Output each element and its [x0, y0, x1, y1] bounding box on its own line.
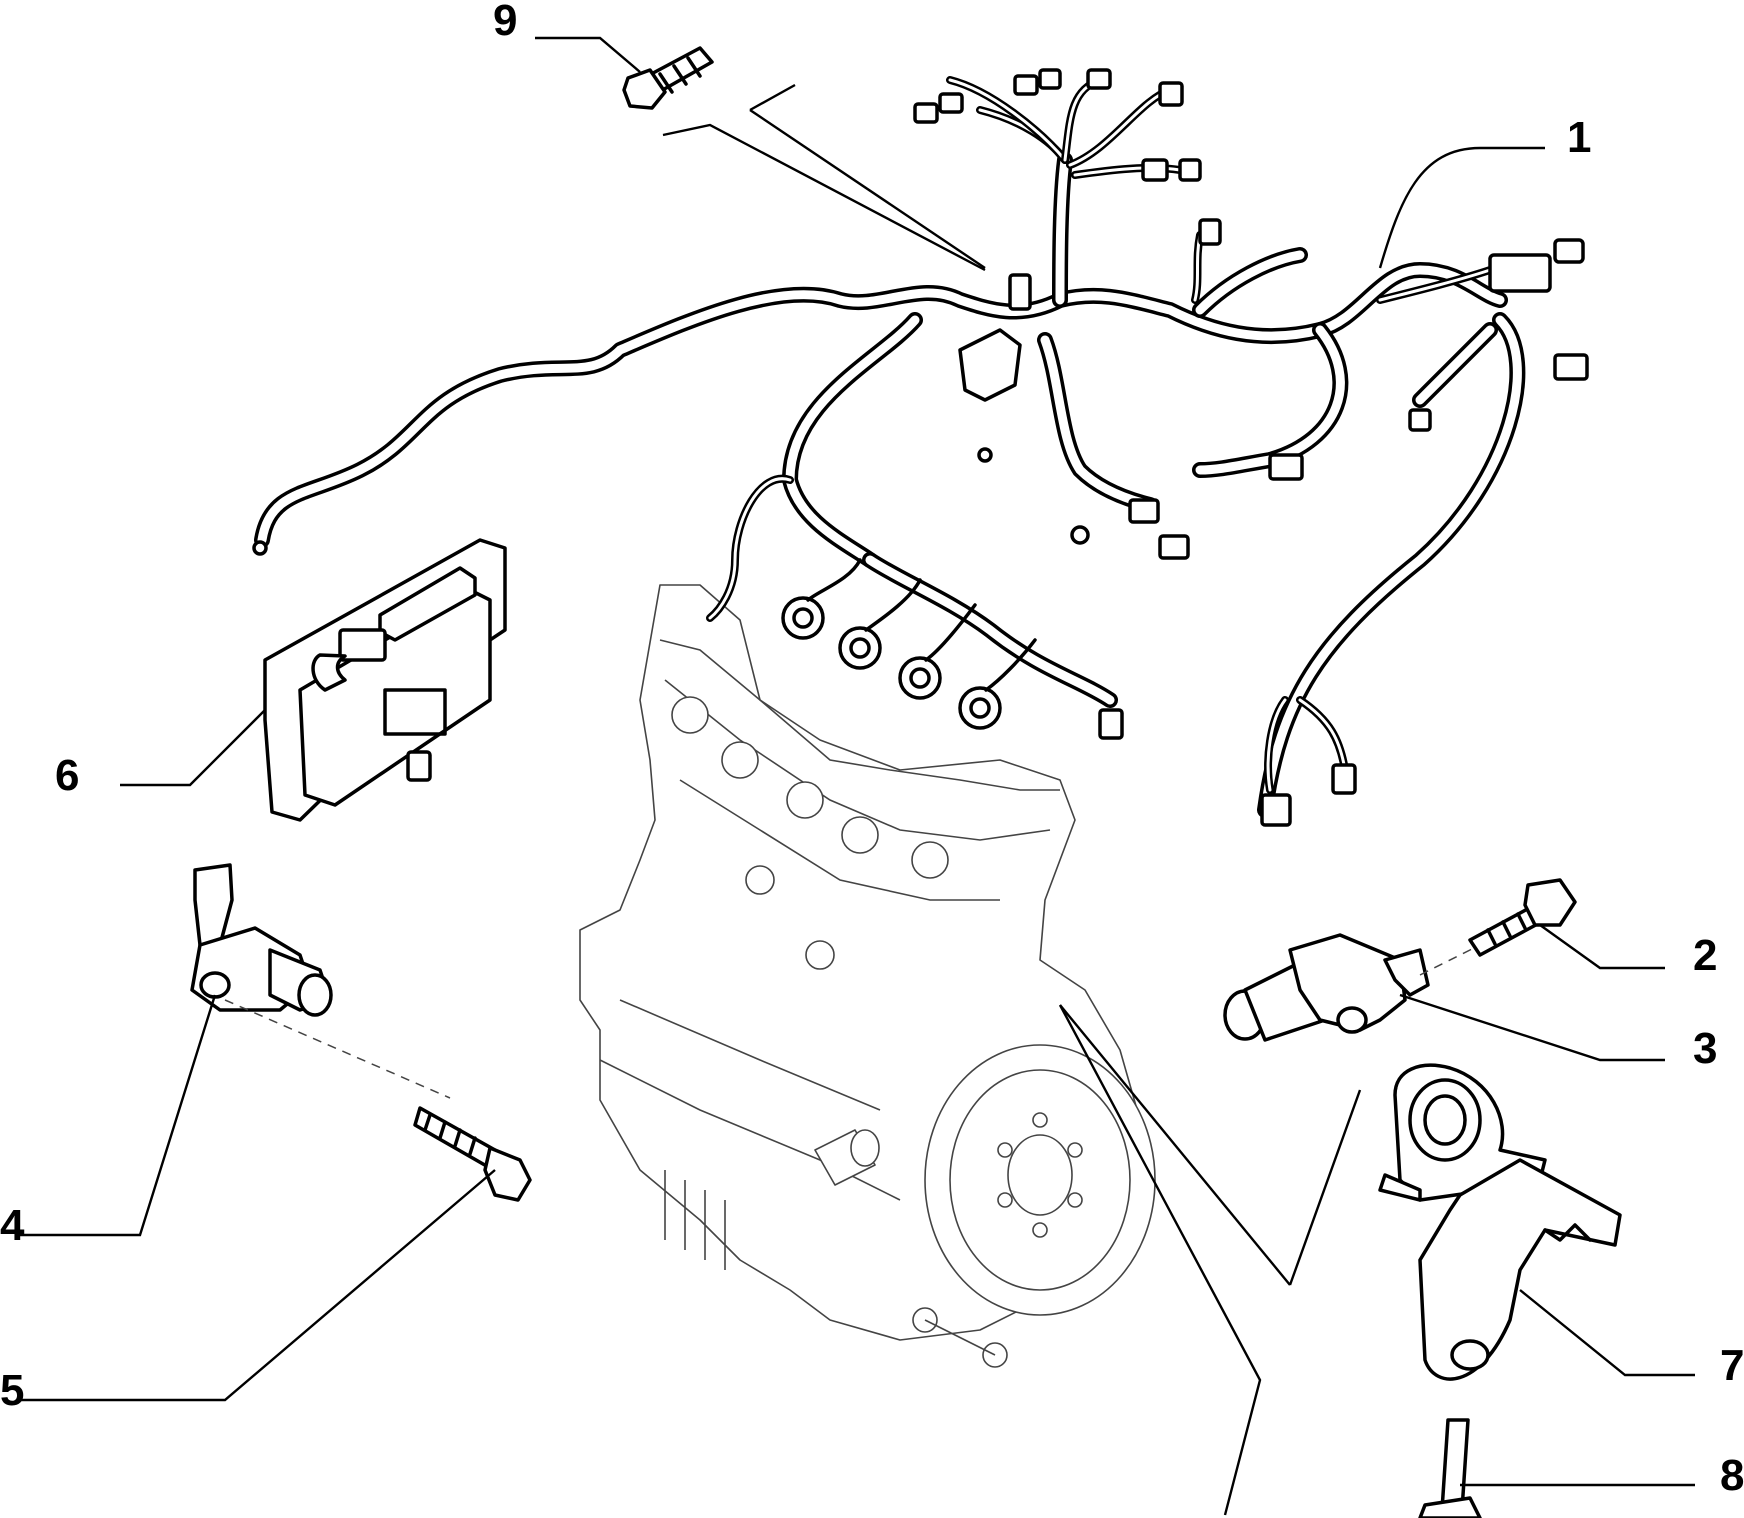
- callout-1: 1: [1567, 113, 1591, 162]
- bolt-8: [1418, 1418, 1482, 1518]
- harness-connectors: [252, 68, 1589, 827]
- ecu-module: [263, 538, 507, 822]
- leader-5: [20, 1169, 496, 1402]
- sensor-bracket: [1378, 1063, 1622, 1381]
- callout-4: 4: [0, 1201, 25, 1250]
- injector-connectors: [781, 558, 1124, 740]
- leader-9-arrow-b: [749, 83, 796, 112]
- leader-7-arrows-c: [1058, 1004, 1262, 1516]
- leader-lines: [20, 36, 1695, 1516]
- leader-7: [1519, 1289, 1695, 1377]
- callout-6: 6: [55, 751, 79, 800]
- callout-2: 2: [1693, 931, 1717, 980]
- leader-3: [1399, 993, 1665, 1062]
- callout-5: 5: [0, 1366, 24, 1415]
- leader-2: [1539, 924, 1665, 970]
- leader-9-arrow-a: [662, 123, 986, 272]
- engine-block: [579, 584, 1156, 1368]
- leader-4: [20, 994, 217, 1237]
- leader-9-arrow-c: [749, 109, 986, 269]
- callout-7: 7: [1720, 1341, 1744, 1390]
- crankshaft-sensor: [1223, 933, 1481, 1042]
- callout-8: 8: [1720, 1451, 1744, 1500]
- bolt-5: [413, 1106, 532, 1202]
- camshaft-sensor: [190, 863, 451, 1099]
- leader-1: [1378, 146, 1545, 269]
- leader-7-arrows-b: [1059, 1004, 1291, 1286]
- callout-3: 3: [1693, 1024, 1717, 1073]
- wiring-harness: [252, 68, 1589, 827]
- leader-9: [535, 36, 641, 73]
- callout-9: 9: [493, 0, 517, 45]
- bolt-2: [1468, 878, 1577, 957]
- bolt-9: [622, 46, 714, 110]
- leader-7-arrows-a: [1288, 1089, 1362, 1286]
- leader-6: [120, 709, 266, 787]
